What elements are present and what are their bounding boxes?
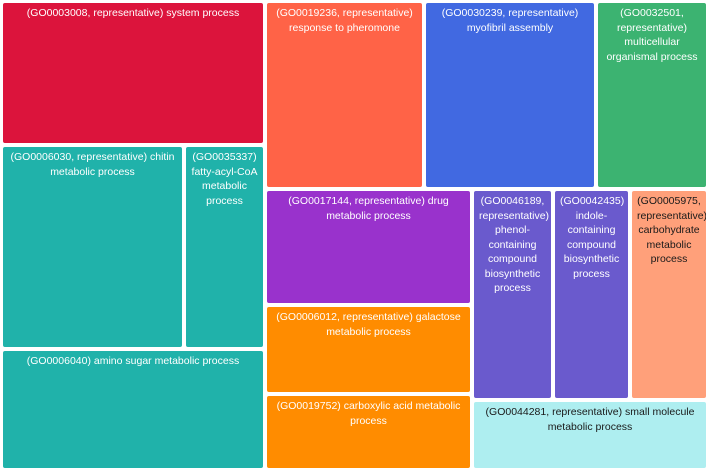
tile-label: (GO0046189, representative) phenol-conta… xyxy=(479,195,550,294)
tile-label: (GO0006030, representative) chitin metab… xyxy=(10,151,175,178)
tile-label: (GO0005975, representative) carbohydrate… xyxy=(637,195,707,265)
tile-label: (GO0042435) indole-containing compound b… xyxy=(560,195,625,280)
tile-label: (GO0006012, representative) galactose me… xyxy=(276,311,461,338)
tile-carbohydrate-metabolic-process: (GO0005975, representative) carbohydrate… xyxy=(631,190,707,399)
tile-label: (GO0032501, representative) multicellula… xyxy=(606,7,698,63)
tile-label: (GO0019752) carboxylic acid metabolic pr… xyxy=(276,400,461,427)
tile-fatty-acyl-coa-metabolic-process: (GO0035337) fatty-acyl-CoA metabolic pro… xyxy=(185,146,264,348)
tile-label: (GO0019236, representative) response to … xyxy=(276,7,413,34)
tile-label: (GO0017144, representative) drug metabol… xyxy=(288,195,449,222)
tile-label: (GO0044281, representative) small molecu… xyxy=(485,406,695,433)
tile-system-process: (GO0003008, representative) system proce… xyxy=(2,2,264,144)
tile-carboxylic-acid-metabolic-process: (GO0019752) carboxylic acid metabolic pr… xyxy=(266,395,471,469)
tile-drug-metabolic-process: (GO0017144, representative) drug metabol… xyxy=(266,190,471,304)
tile-label: (GO0035337) fatty-acyl-CoA metabolic pro… xyxy=(191,151,258,207)
tile-label: (GO0003008, representative) system proce… xyxy=(26,7,240,19)
tile-small-molecule-metabolic-process: (GO0044281, representative) small molecu… xyxy=(473,401,707,469)
tile-phenol-containing-compound-biosynthetic-process: (GO0046189, representative) phenol-conta… xyxy=(473,190,552,399)
tile-myofibril-assembly: (GO0030239, representative) myofibril as… xyxy=(425,2,595,188)
tile-galactose-metabolic-process: (GO0006012, representative) galactose me… xyxy=(266,306,471,393)
tile-indole-containing-compound-biosynthetic-process: (GO0042435) indole-containing compound b… xyxy=(554,190,629,399)
tile-label: (GO0030239, representative) myofibril as… xyxy=(441,7,579,34)
tile-label: (GO0006040) amino sugar metabolic proces… xyxy=(26,355,240,367)
tile-amino-sugar-metabolic-process: (GO0006040) amino sugar metabolic proces… xyxy=(2,350,264,469)
tile-response-to-pheromone: (GO0019236, representative) response to … xyxy=(266,2,423,188)
tile-multicellular-organismal-process: (GO0032501, representative) multicellula… xyxy=(597,2,707,188)
tile-chitin-metabolic-process: (GO0006030, representative) chitin metab… xyxy=(2,146,183,348)
